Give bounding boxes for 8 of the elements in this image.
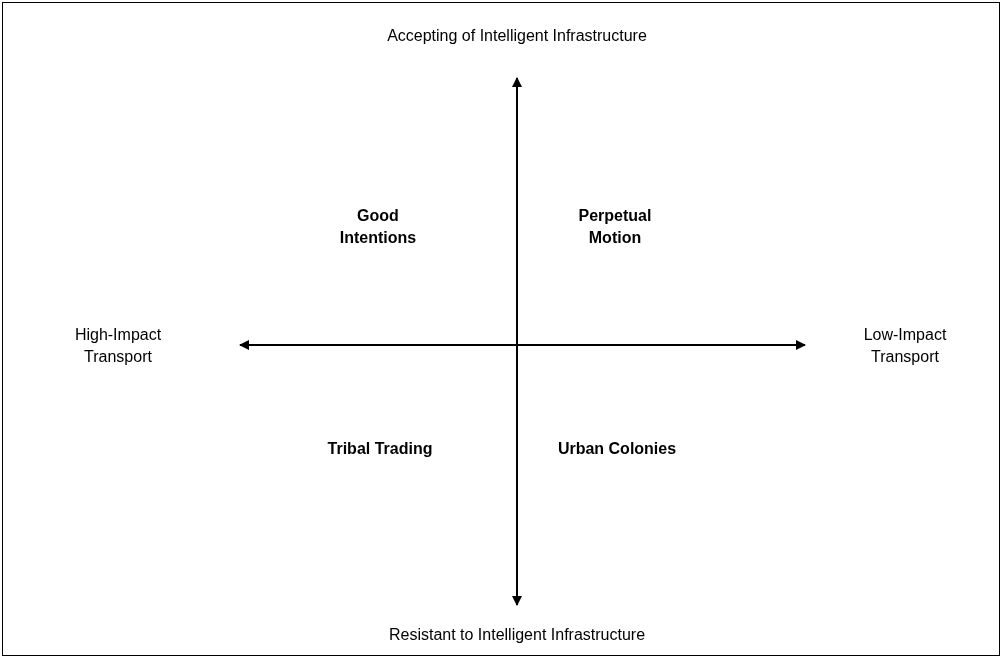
axis-label: Resistant to Intelligent Infrastructure [387,625,647,645]
quadrant-label: Urban Colonies [557,439,677,459]
quadrant-label: Good Intentions [338,206,418,248]
axis-label: High-Impact Transport [73,325,163,367]
quadrant-label: Tribal Trading [326,439,434,459]
quadrant-label: Perpetual Motion [577,206,653,248]
axis-label: Low-Impact Transport [862,325,948,367]
axis-label: Accepting of Intelligent Infrastructure [386,26,648,46]
